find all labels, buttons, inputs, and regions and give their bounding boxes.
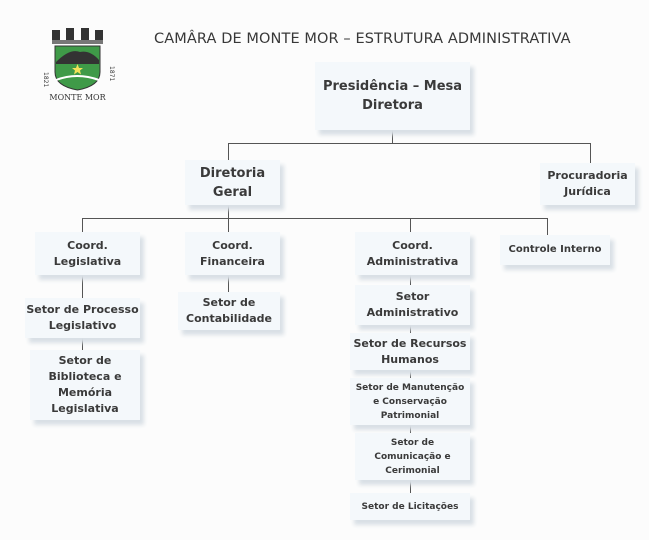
node-setor-contabilidade: Setor de Contabilidade (178, 292, 280, 330)
node-label-line: Administrativa (366, 254, 459, 268)
node-label-line: Administrativo (366, 306, 459, 319)
node-label-line: Financeira (200, 254, 265, 268)
svg-text:1871: 1871 (108, 66, 115, 81)
node-label-line: Setor de (390, 437, 435, 448)
node-label-line: Setor de Recursos (353, 336, 467, 350)
node-label-line: Procuradoria (547, 169, 628, 182)
node-label-line: Diretora (362, 98, 423, 113)
node-coord-administrativa: Coord. Administrativa (355, 232, 470, 275)
node-label-line: Legislativa (53, 254, 122, 268)
node-label-line: Biblioteca e (48, 370, 122, 383)
node-label-line: Humanos (381, 352, 439, 366)
node-label-line: Coord. (392, 238, 433, 252)
node-label-line: Jurídica (564, 185, 611, 198)
node-label-line: Comunicação e (374, 451, 451, 462)
svg-text:MONTE MOR: MONTE MOR (49, 93, 106, 102)
node-label-line: Setor de (202, 296, 256, 309)
node-setor-comunicacao: Setor de Comunicação e Cerimonial (355, 433, 470, 480)
node-label-line: Coord. (67, 238, 108, 252)
connector-line (228, 143, 229, 160)
node-label-line: Setor de Manutenção (355, 382, 465, 393)
svg-text:1821: 1821 (42, 72, 49, 87)
node-label-line: Geral (212, 184, 253, 200)
node-label-line: Legislativo (48, 319, 117, 332)
node-label-line: Setor de Licitações (361, 501, 459, 512)
node-label-line: Setor de Processo (26, 303, 139, 316)
node-label-line: Patrimonial (380, 410, 440, 421)
node-label-line: Coord. (212, 238, 253, 252)
connector-line (82, 218, 83, 350)
node-label-line: Controle Interno (508, 244, 602, 255)
node-label-line: Contabilidade (186, 312, 272, 325)
node-label-line: Setor de (58, 354, 112, 367)
node-label-line: e Conservação (373, 396, 447, 407)
node-coord-legislativa: Coord. Legislativa (35, 232, 140, 275)
connector-line (590, 143, 591, 163)
connector-line (392, 130, 393, 143)
node-label-line: Cerimonial (385, 465, 440, 476)
monte-mor-coat-of-arms-logo: 1821 1871 MONTE MOR (30, 24, 125, 104)
page-title: CAMÂRA DE MONTE MOR – ESTRUTURA ADMINIST… (154, 31, 571, 47)
connector-line (82, 218, 547, 219)
connector-line (547, 218, 548, 235)
node-label-line: Presidência – Mesa (322, 79, 463, 94)
node-setor-licitacoes: Setor de Licitações (350, 493, 470, 520)
node-label-line: Memória (57, 386, 113, 399)
node-coord-financeira: Coord. Financeira (185, 232, 280, 275)
node-controle-interno: Controle Interno (500, 235, 610, 265)
connector-line (228, 143, 590, 144)
node-label-line: Legislativa (51, 402, 119, 415)
node-label-line: Setor (395, 290, 430, 303)
node-label-line: Diretoria (199, 165, 266, 181)
